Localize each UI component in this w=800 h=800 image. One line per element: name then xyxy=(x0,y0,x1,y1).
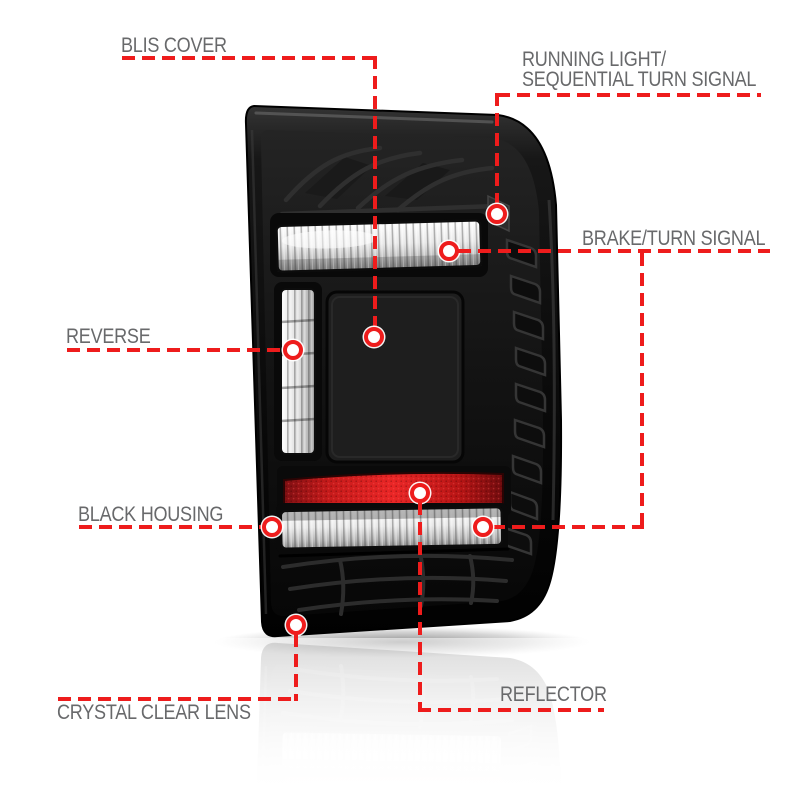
reverse-light-strip xyxy=(274,282,322,461)
lower-light-bar xyxy=(276,503,508,553)
running-light-connector-v xyxy=(495,93,499,206)
running-light-label-line2: SEQUENTIAL TURN SIGNAL xyxy=(522,67,757,91)
chevron-vents xyxy=(503,238,547,556)
running-light-label-line1: RUNNING LIGHT/ xyxy=(522,48,666,71)
brake-turn-signal-connector-v xyxy=(640,253,644,525)
black-housing-connector-h xyxy=(79,525,263,529)
brake-turn-signal-label: BRAKE/TURN SIGNAL xyxy=(582,227,766,250)
black-housing-marker xyxy=(262,517,282,537)
blis-cover-panel xyxy=(325,290,465,464)
black-housing-label: BLACK HOUSING xyxy=(78,503,224,526)
reflection-fade xyxy=(215,638,605,800)
upper-light-bar xyxy=(270,213,488,277)
brake-turn-signal-connector-h2 xyxy=(492,525,644,529)
reverse-connector-h xyxy=(67,348,284,352)
blis-cover-connector-h xyxy=(122,56,378,60)
brake-turn-signal-marker-upper xyxy=(439,241,459,261)
crystal-clear-lens-marker xyxy=(286,615,306,635)
blis-cover-marker xyxy=(364,327,384,347)
running-light-connector-h xyxy=(497,93,761,97)
blis-cover-connector-v xyxy=(373,56,377,331)
reflector-marker xyxy=(410,483,430,503)
blis-cover-label: BLIS COVER xyxy=(121,34,227,57)
running-light-marker xyxy=(487,204,507,224)
reverse-label: REVERSE xyxy=(66,325,151,348)
crystal-clear-lens-connector-h xyxy=(58,697,298,701)
reverse-marker xyxy=(283,340,303,360)
reflector-connector-v xyxy=(418,502,422,712)
brake-turn-signal-connector-h1 xyxy=(458,249,770,253)
tread-pattern-top xyxy=(279,145,499,217)
reflector-connector-h xyxy=(418,708,604,712)
brake-turn-signal-marker-lower xyxy=(473,517,493,537)
crystal-clear-lens-connector-v xyxy=(294,634,298,701)
crystal-clear-lens-label: CRYSTAL CLEAR LENS xyxy=(57,701,251,724)
reflector-label: REFLECTOR xyxy=(500,683,607,706)
running-light-label: RUNNING LIGHT/ SEQUENTIAL TURN SIGNAL xyxy=(522,48,794,91)
tread-pattern-bottom xyxy=(278,547,514,616)
